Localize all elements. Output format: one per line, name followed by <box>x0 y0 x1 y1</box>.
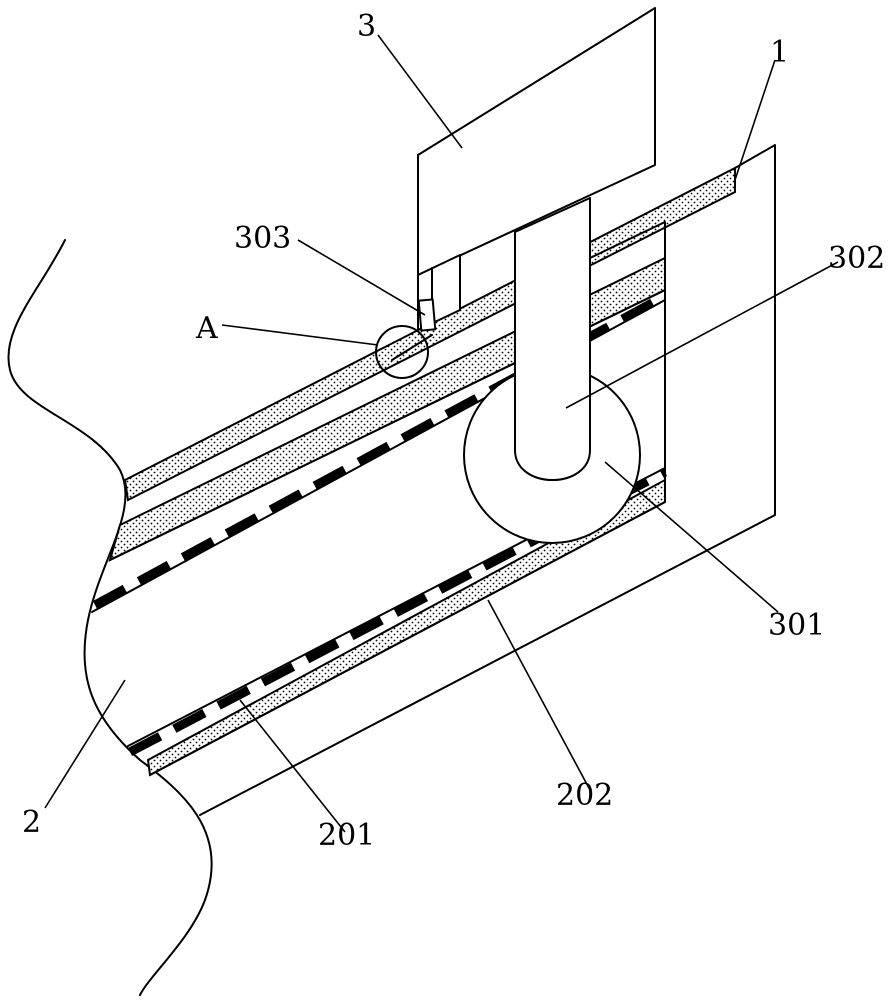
label-2: 2 <box>22 805 41 840</box>
upper-striped-liner <box>92 292 668 609</box>
leader-201 <box>239 699 346 833</box>
leader-3 <box>377 34 463 149</box>
label-a: A <box>195 311 218 346</box>
u-rod <box>514 197 591 481</box>
frame-outline <box>199 144 776 816</box>
leader-302 <box>565 261 839 409</box>
label-302: 302 <box>828 241 885 276</box>
detail-circle-a <box>375 325 429 379</box>
leader-303 <box>297 239 426 316</box>
label-202: 202 <box>556 778 613 813</box>
leader-301 <box>604 461 779 613</box>
clip-303 <box>417 298 437 332</box>
label-303: 303 <box>234 221 291 256</box>
leader-202 <box>487 599 591 791</box>
label-301: 301 <box>768 608 825 643</box>
label-3: 3 <box>357 9 376 44</box>
leader-1 <box>734 59 776 181</box>
frame-inner-edge <box>589 221 666 501</box>
broken-edge-line <box>7 239 213 996</box>
plate <box>417 7 656 276</box>
tube-bottom-edge <box>149 501 666 776</box>
leader-a <box>221 324 379 346</box>
label-1: 1 <box>770 35 789 70</box>
leader-2 <box>44 679 126 809</box>
label-201: 201 <box>318 818 375 853</box>
